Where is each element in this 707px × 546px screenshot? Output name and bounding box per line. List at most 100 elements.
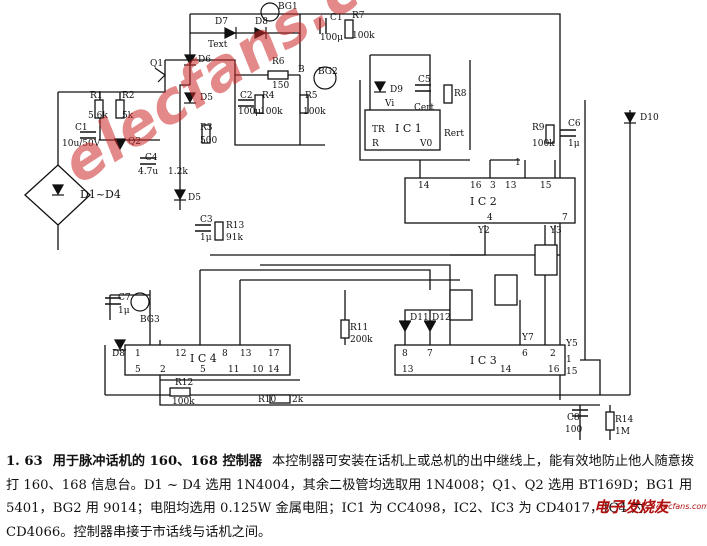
- label-q2: Q2: [128, 137, 141, 147]
- label-r5v: 100k: [303, 107, 326, 117]
- label-r13v: 91k: [226, 233, 243, 243]
- resistor-r13: [214, 221, 224, 241]
- label-ic2: I C 2: [470, 195, 497, 208]
- label-c7v: 1μ: [118, 306, 130, 316]
- label-r6v: 150: [272, 81, 289, 91]
- label-ic4-p14: 14: [268, 365, 280, 375]
- label-ic2-p4: 4: [487, 213, 493, 223]
- label-c2v: 100μ: [238, 107, 261, 117]
- label-ic2-p15: 15: [540, 181, 552, 191]
- label-ic4-p10: 10: [252, 365, 264, 375]
- label-b: B: [298, 65, 305, 75]
- label-r5: R5: [305, 91, 318, 101]
- watermark-logo-url: elecfans.com: [656, 502, 707, 511]
- label-r4v: 100k: [260, 107, 283, 117]
- label-ic2-p13: 13: [505, 181, 517, 191]
- label-text: Text: [208, 40, 228, 50]
- label-r2: R2: [122, 91, 135, 101]
- label-ic4-p2: 2: [160, 365, 166, 375]
- label-ic2-p3: 3: [490, 181, 496, 191]
- label-d1d4: D1~D4: [80, 188, 121, 201]
- capacitors: [80, 18, 588, 417]
- label-c1v: 100μ: [320, 33, 343, 43]
- label-d6: D6: [198, 55, 211, 65]
- resistor-r3: [201, 124, 211, 144]
- label-d7: D7: [215, 17, 228, 27]
- label-v0: V0: [419, 139, 432, 149]
- label-ic2-p16: 16: [470, 181, 482, 191]
- label-ic4-p12: 12: [175, 349, 186, 359]
- gate-1: [449, 289, 473, 321]
- label-r10: R10: [258, 395, 277, 405]
- label-c2: C2: [240, 91, 253, 101]
- ic1-box: [364, 109, 441, 151]
- label-r1: R1: [90, 91, 103, 101]
- label-r10v: 2k: [292, 395, 304, 405]
- resistor-r9: [545, 124, 555, 144]
- watermark-logo: 电子发烧友: [594, 498, 670, 516]
- label-ic3-p14: 14: [500, 365, 512, 375]
- resistor-r6: [267, 70, 289, 80]
- ic2-box: [404, 177, 576, 224]
- label-r11: R11: [350, 323, 368, 333]
- resistor-r5: [299, 94, 309, 114]
- label-y5: Y5: [565, 339, 578, 349]
- label-bg2: BG2: [318, 67, 338, 77]
- label-rert: Rert: [444, 129, 464, 139]
- label-r14: R14: [615, 415, 634, 425]
- label-ic1: I C 1: [395, 122, 422, 135]
- label-ic3-p6: 6: [522, 349, 528, 359]
- label-r3b: 1.2k: [168, 167, 188, 177]
- label-r3v: 500: [200, 136, 217, 146]
- label-r12v: 100k: [172, 397, 195, 407]
- label-d11: D11: [410, 313, 429, 323]
- label-c6v: 1μ: [568, 139, 580, 149]
- label-ic4-p17: 17: [268, 349, 280, 359]
- label-r9v: 100k: [532, 139, 555, 149]
- resistor-r8: [443, 84, 453, 104]
- label-r7v: 100k: [352, 31, 375, 41]
- resistor-r14: [605, 411, 615, 431]
- ic3-box: [394, 344, 566, 376]
- label-c4v: 4.7u: [138, 167, 158, 177]
- label-ic3-p2: 2: [550, 349, 556, 359]
- label-y3: Y3: [549, 226, 562, 236]
- resistor-r1: [94, 99, 104, 119]
- label-r2v: 5k: [122, 111, 134, 121]
- label-r8: R8: [454, 89, 467, 99]
- label-r4: R4: [262, 91, 275, 101]
- resistor-r7: [344, 19, 354, 39]
- label-d9: D9: [390, 85, 403, 95]
- label-ic3-p13: 13: [402, 365, 414, 375]
- label-r12: R12: [175, 378, 193, 388]
- labels: BG1 C1 100μ R7 100k D7 D8 Text D6 Q1 R6 …: [62, 2, 659, 437]
- label-tr: TR: [372, 125, 385, 135]
- resistor-r11: [340, 319, 350, 339]
- label-vi: Vi: [384, 99, 394, 109]
- label-d10: D10: [640, 113, 659, 123]
- diodes: [51, 27, 637, 351]
- label-ic3: I C 3: [470, 354, 497, 367]
- label-n1: 1: [515, 158, 521, 168]
- label-d8b: D8: [112, 349, 125, 359]
- label-ic2-p7: 7: [562, 213, 568, 223]
- label-bg1: BG1: [278, 2, 298, 12]
- label-cert: Cert: [414, 103, 435, 113]
- label-ic3-p7: 7: [427, 349, 433, 359]
- label-d12: D12: [432, 313, 451, 323]
- label-c1b: C1: [75, 123, 88, 133]
- label-c1: C1: [330, 13, 343, 23]
- label-c1bv: 10u/50V: [62, 139, 101, 149]
- label-q1: Q1: [150, 59, 163, 69]
- label-ic4-p5b: 5: [200, 365, 206, 375]
- label-r7: R7: [352, 11, 365, 21]
- label-r1v: 5.6k: [88, 111, 108, 121]
- label-ic3-p15: 15: [566, 367, 578, 377]
- label-c6: C6: [568, 119, 581, 129]
- label-ic3-p8: 8: [402, 349, 408, 359]
- resistor-r12: [169, 387, 191, 397]
- resistor-r2: [115, 99, 125, 119]
- label-ic3-p1: 1: [566, 355, 572, 365]
- transistors: [130, 2, 337, 312]
